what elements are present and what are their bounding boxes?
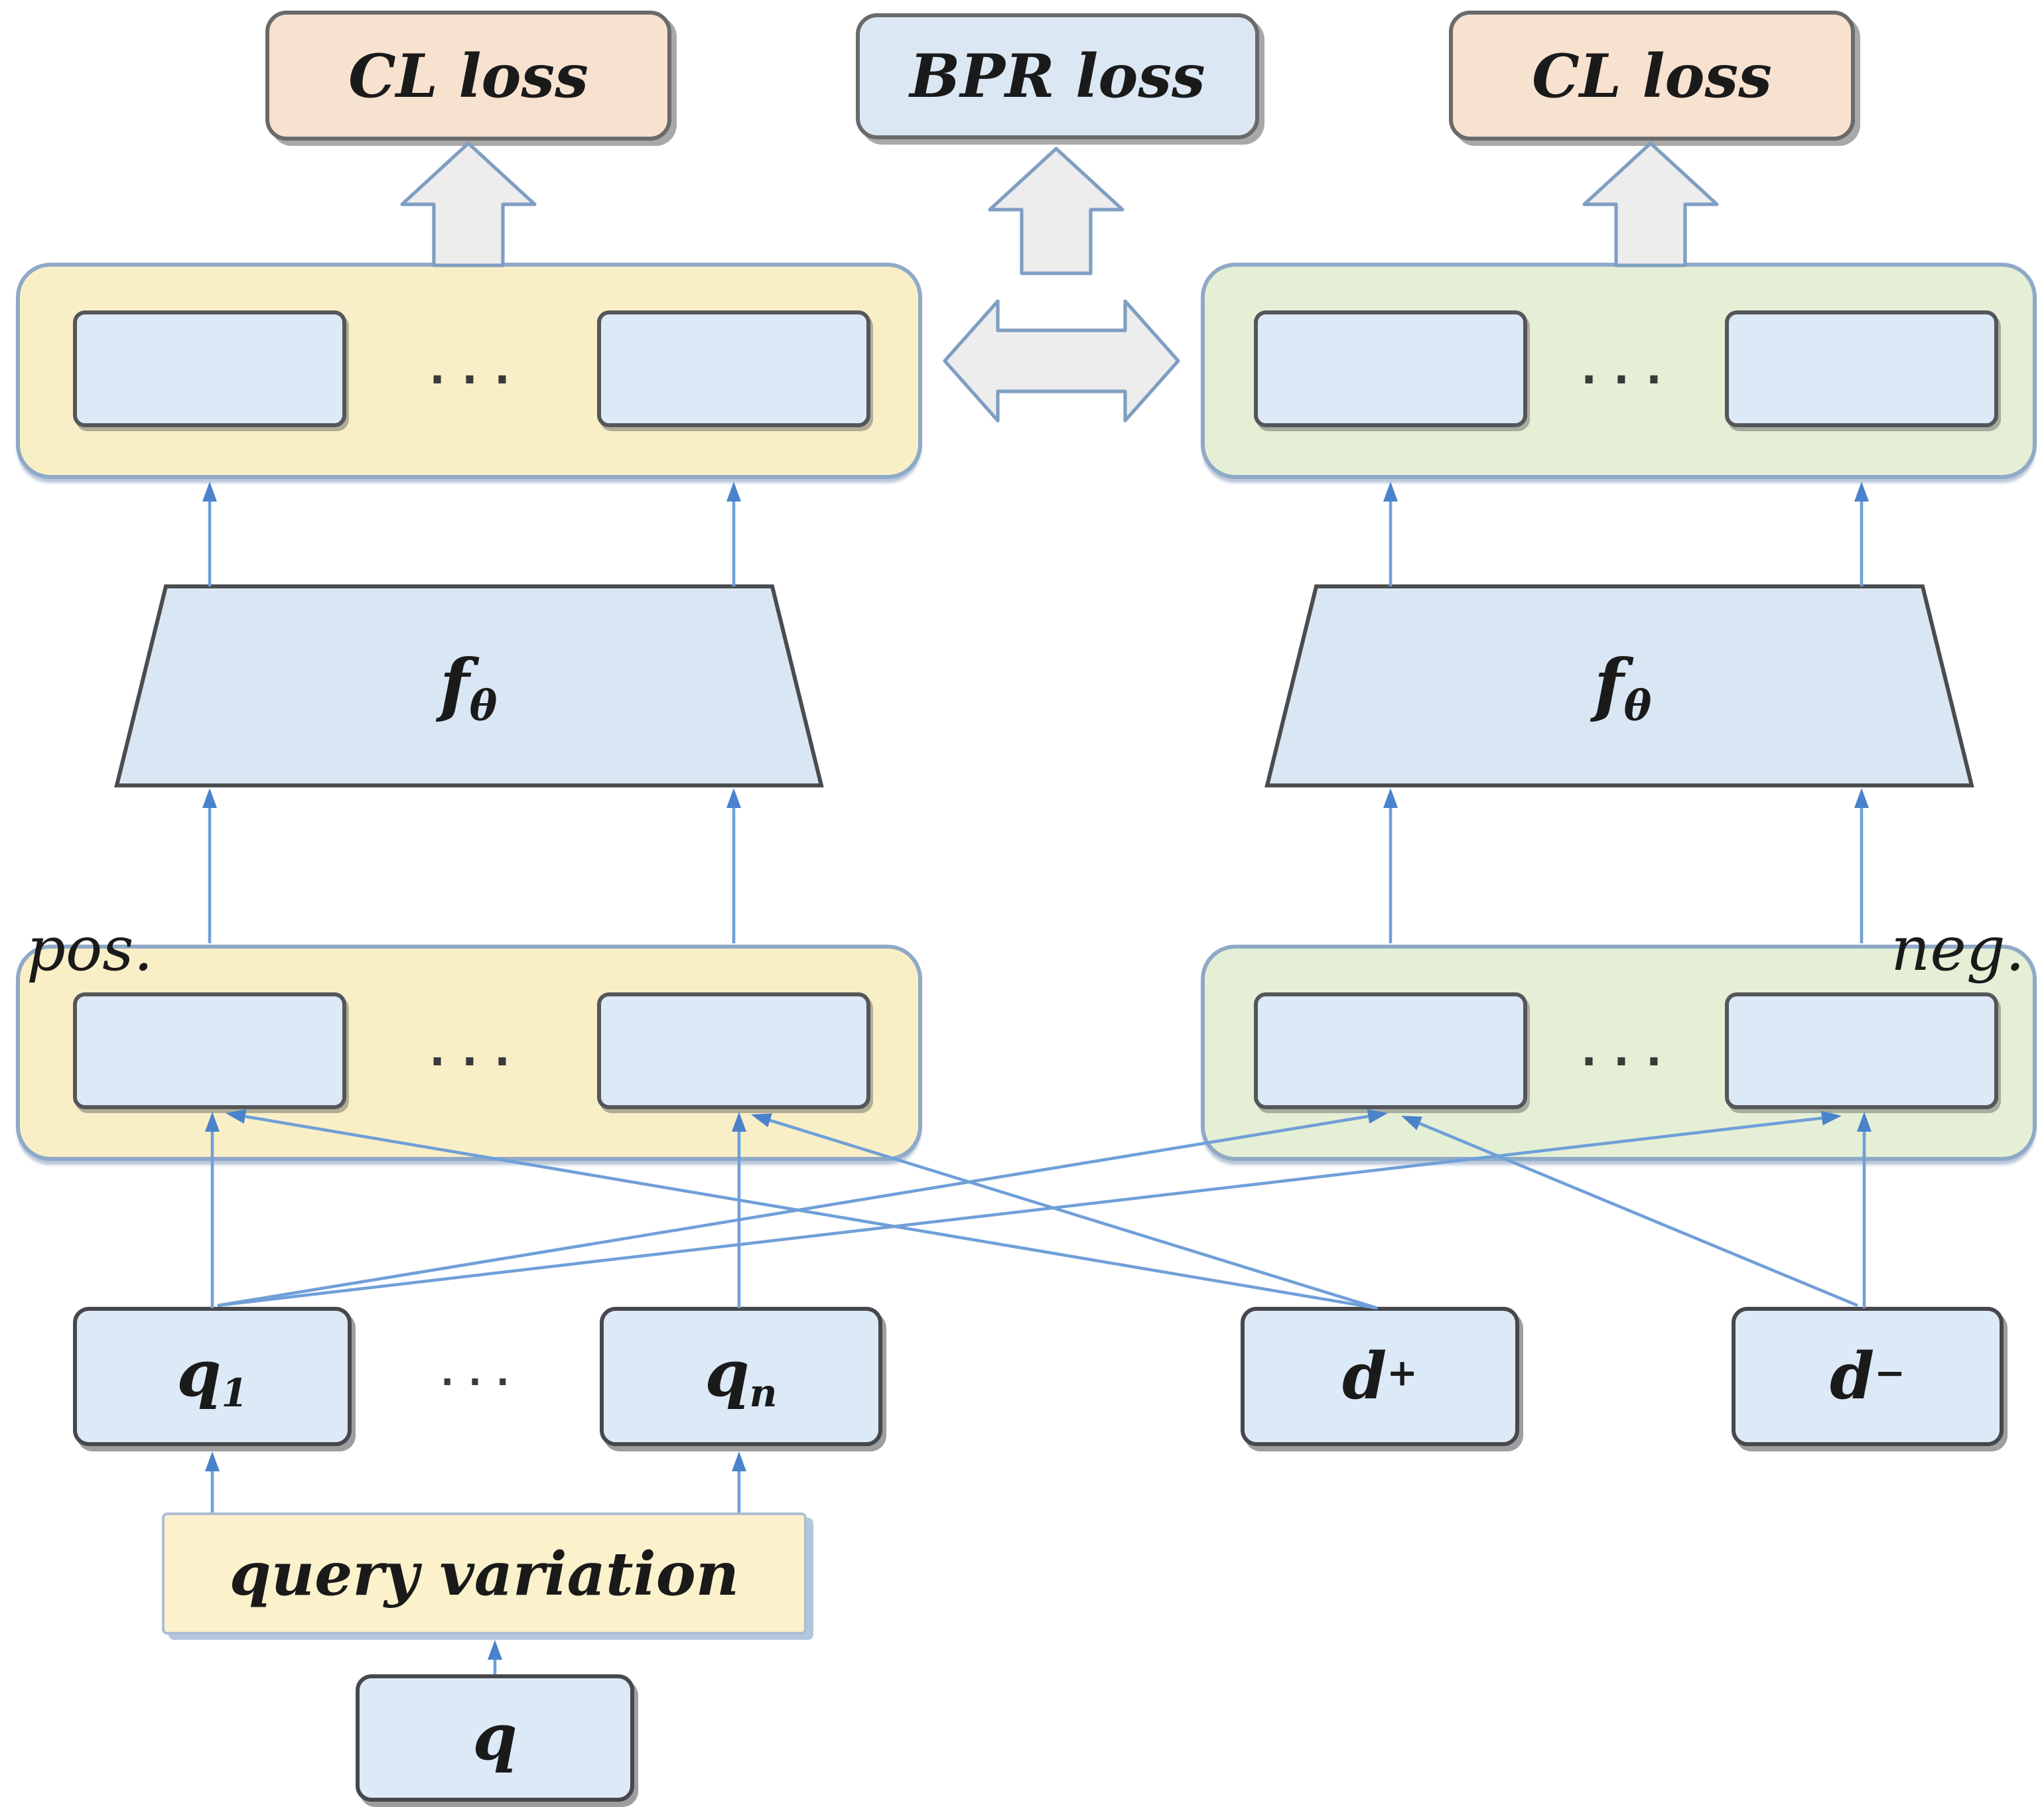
arrowhead-icon	[1383, 788, 1398, 808]
arrowhead-icon	[732, 1451, 746, 1471]
arrowhead-icon	[1854, 482, 1869, 502]
embedding-box	[1254, 992, 1527, 1109]
query-variation-box: query variation	[162, 1512, 807, 1635]
arrowhead-icon	[726, 788, 741, 808]
embedding-box	[597, 992, 870, 1109]
ellipsis-neg: ...	[1575, 1024, 1673, 1077]
ellipsis-top-left: ...	[423, 342, 521, 395]
cl-loss-box-right: CL loss	[1449, 11, 1855, 141]
embedding-box	[73, 992, 346, 1109]
ellipsis-top-right: ...	[1575, 342, 1673, 395]
original-query-box: q	[356, 1674, 634, 1802]
embedding-box	[597, 310, 870, 427]
encoder-label-left: fθ	[439, 645, 498, 731]
ellipsis-pos: ...	[423, 1024, 521, 1077]
query-variant-box-qn: qn	[600, 1307, 882, 1446]
pos-label: pos.	[27, 913, 153, 984]
up-block-arrow-right-icon	[1582, 141, 1719, 267]
arrowhead-icon	[726, 482, 741, 502]
ellipsis-queries: ...	[436, 1351, 519, 1394]
bpr-loss-label: BPR loss	[910, 41, 1205, 111]
cl-loss-label-left: CL loss	[348, 40, 588, 111]
bpr-loss-box: BPR loss	[856, 13, 1259, 139]
up-block-arrow-left-icon	[400, 141, 537, 267]
query-variation-label: query variation	[229, 1538, 740, 1609]
positive-doc-box: d+	[1241, 1307, 1519, 1446]
q1-label: q1	[176, 1337, 248, 1416]
arrowhead-icon	[1383, 482, 1398, 502]
d-minus-label: d−	[1830, 1339, 1905, 1414]
encoder-label-right: fθ	[1594, 645, 1652, 731]
query-variant-box-q1: q1	[73, 1307, 352, 1446]
embedding-box	[1254, 310, 1527, 427]
double-headed-arrow-icon	[943, 299, 1180, 423]
cl-loss-box-left: CL loss	[265, 11, 671, 141]
arrowhead-icon	[1854, 788, 1869, 808]
arrowhead-icon	[202, 482, 217, 502]
arrowhead-icon	[205, 1451, 220, 1471]
embedding-box	[1725, 992, 1998, 1109]
arrowhead-icon	[202, 788, 217, 808]
d-plus-label: d+	[1342, 1339, 1418, 1414]
embedding-box	[1725, 310, 1998, 427]
embedding-box	[73, 310, 346, 427]
q-label: q	[472, 1701, 517, 1775]
up-block-arrow-center-icon	[988, 147, 1124, 275]
negative-doc-box: d−	[1732, 1307, 2004, 1446]
qn-label: qn	[705, 1337, 778, 1416]
arrowhead-icon	[488, 1640, 502, 1660]
cl-loss-label-right: CL loss	[1532, 40, 1772, 111]
neg-label: neg.	[1891, 913, 2025, 984]
